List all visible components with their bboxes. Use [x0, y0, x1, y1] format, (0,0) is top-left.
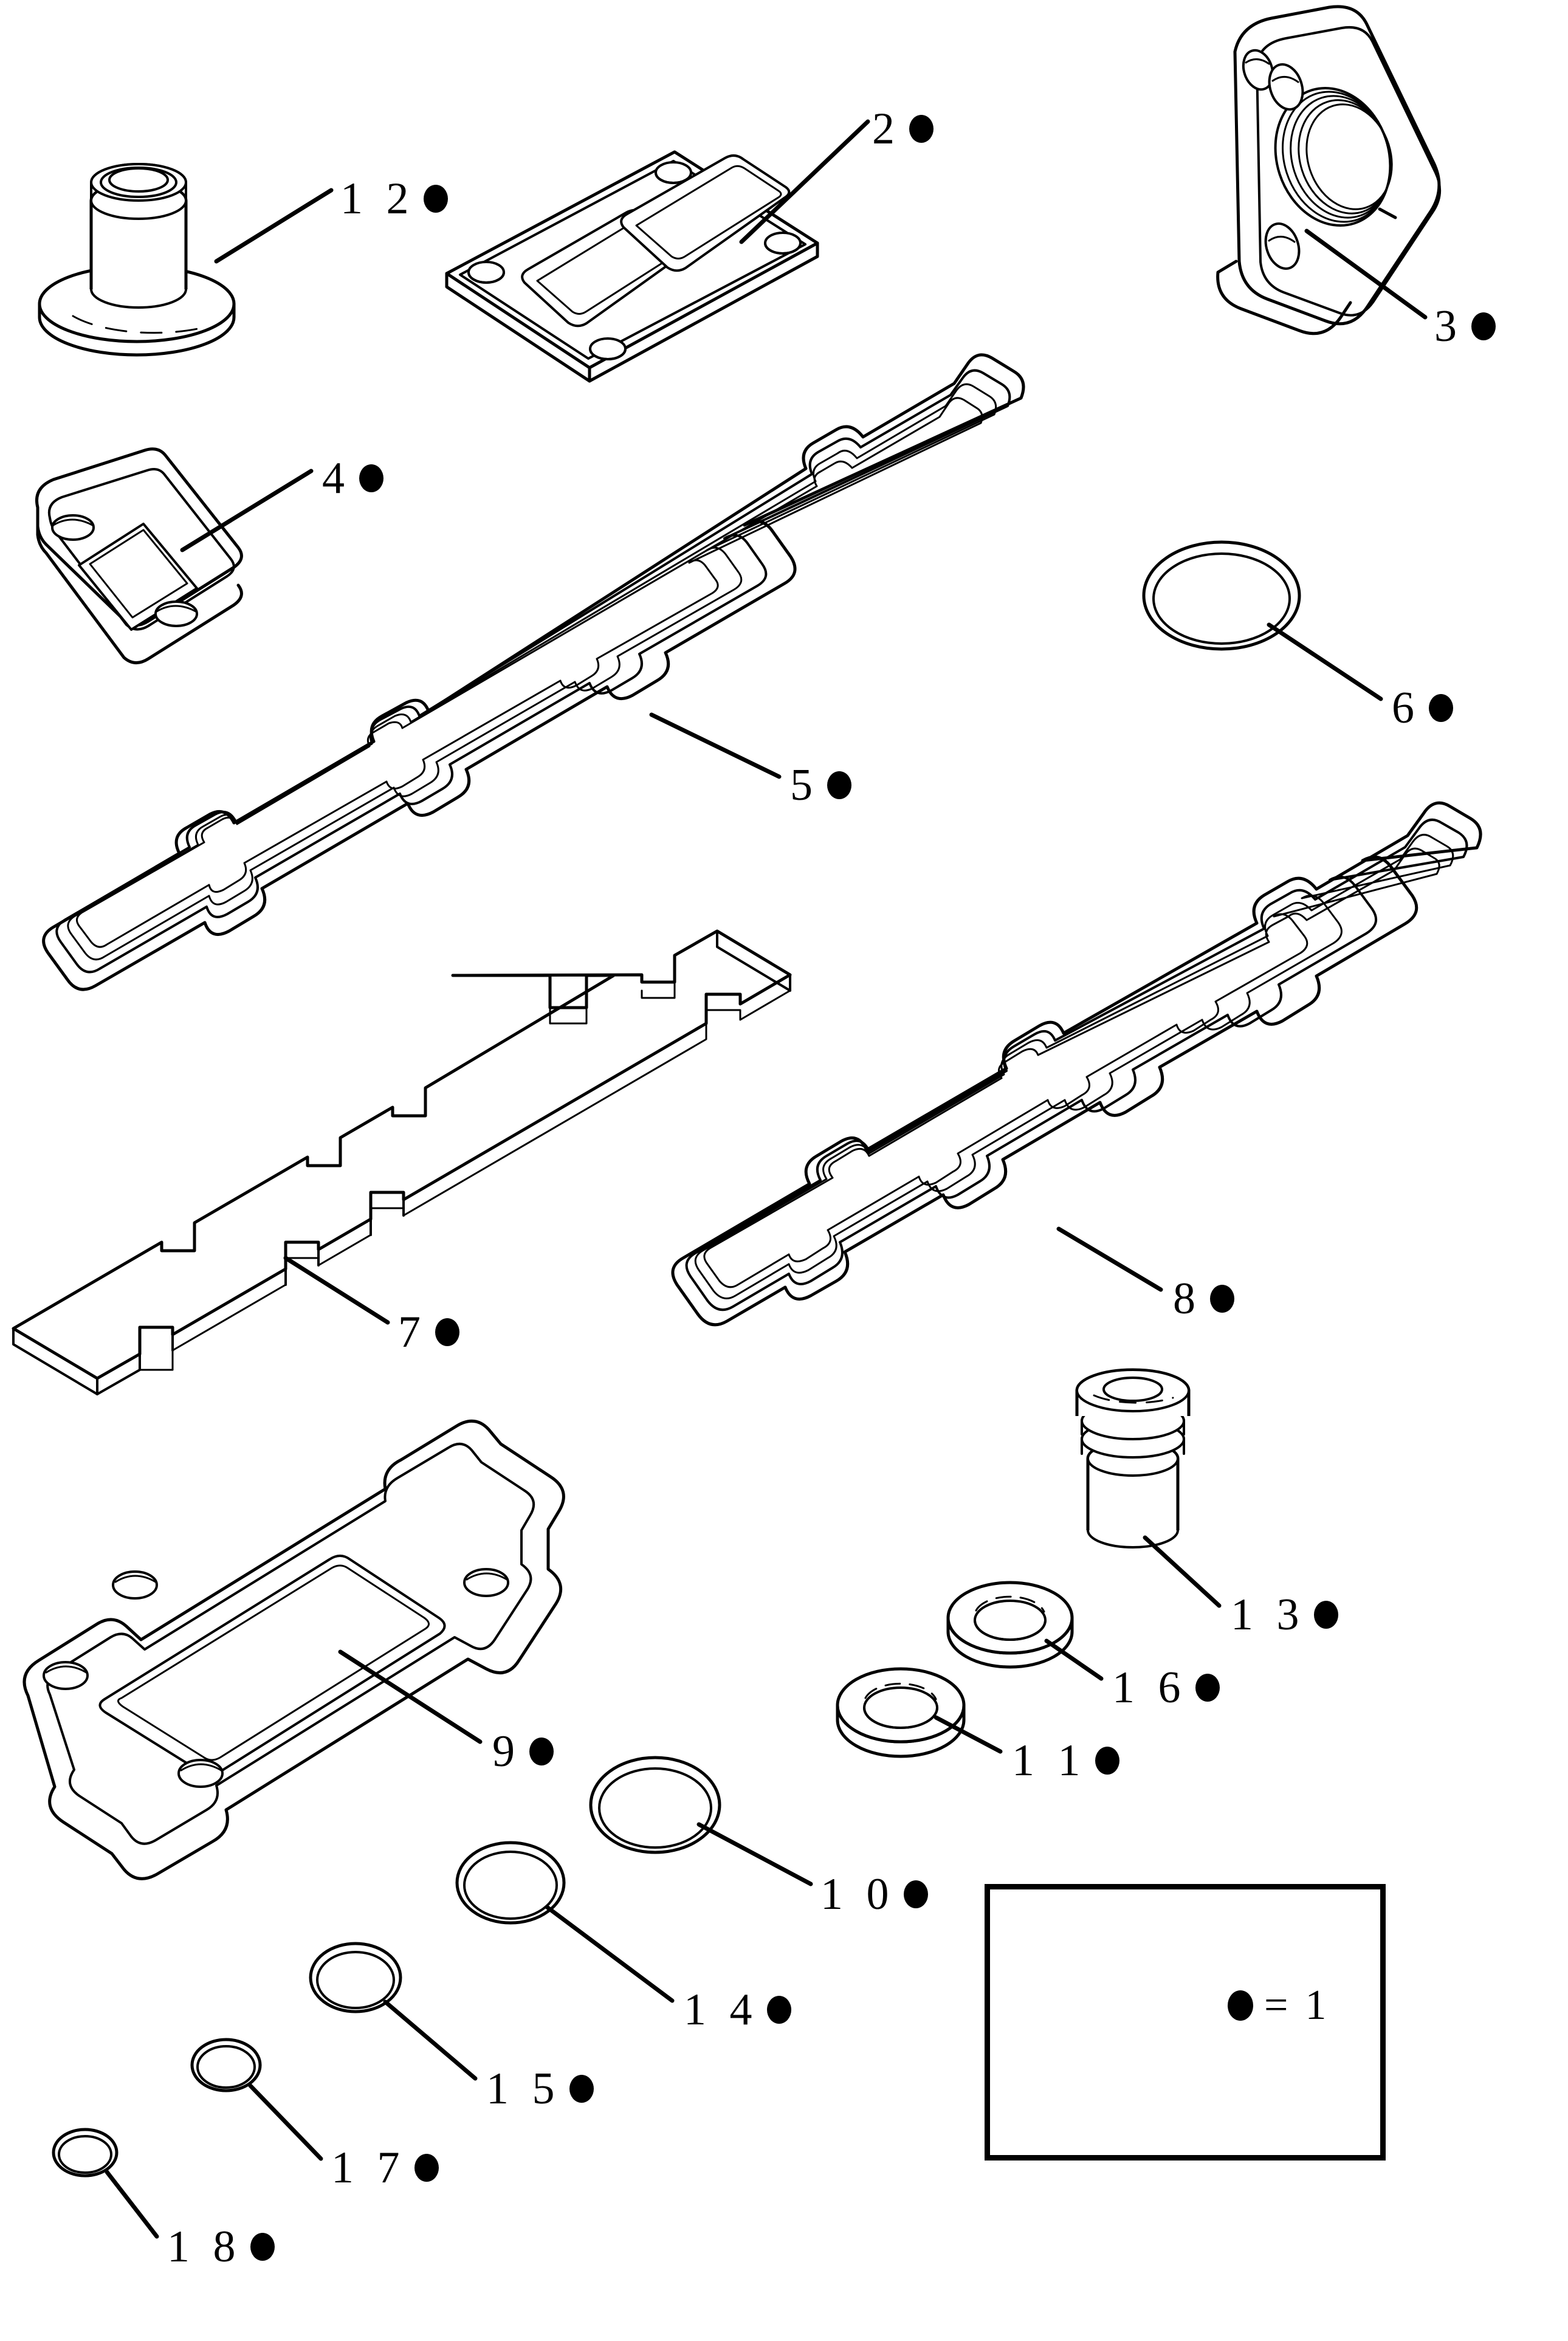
legend-quantity: 1: [1305, 1982, 1330, 2029]
leader-lines: [105, 119, 1428, 2239]
callout-2: 2: [872, 106, 934, 151]
part-15-o-ring-small: [309, 1942, 402, 2013]
kit-dot-icon: [529, 1738, 554, 1765]
part-3-threaded-flange-adapter: [1216, 5, 1442, 335]
kit-dot-icon: [414, 2154, 439, 2182]
kit-dot-icon: [909, 115, 934, 143]
callout-7: 7: [398, 1310, 459, 1355]
kit-dot-icon: [1429, 694, 1453, 722]
callout-3: 3: [1434, 304, 1496, 349]
callout-number-17: 1 7: [331, 2143, 406, 2193]
callout-10: 1 0: [820, 1872, 928, 1917]
kit-dot-icon: [250, 2233, 275, 2261]
part-12-flanged-bushing: [38, 163, 236, 357]
part-9-cover-plate-gasket: [22, 1419, 565, 1880]
callout-11: 1 1: [1012, 1738, 1119, 1783]
callout-number-6: 6: [1392, 683, 1420, 733]
callout-number-5: 5: [790, 760, 819, 810]
callout-number-3: 3: [1434, 301, 1463, 351]
callout-9: 9: [492, 1729, 554, 1774]
callout-6: 6: [1392, 686, 1453, 730]
callout-number-13: 1 3: [1231, 1590, 1305, 1640]
part-6-o-ring-large: [1142, 540, 1301, 651]
part-2-turbo-mounting-gasket: [445, 150, 819, 383]
callout-17: 1 7: [331, 2145, 439, 2190]
part-5-valve-cover-gasket-upper: [42, 353, 1025, 991]
part-17-o-ring-x-small: [190, 2038, 262, 2092]
callout-number-14: 1 4: [684, 1985, 758, 2035]
part-7-stamped-shim-plate: [12, 929, 792, 1395]
part-13-injector-sleeve-seal: [1075, 1368, 1191, 1549]
callout-12: 1 2: [340, 176, 448, 221]
callout-number-15: 1 5: [486, 2064, 561, 2114]
kit-dot-icon: [766, 1996, 791, 2024]
callout-number-9: 9: [492, 1727, 521, 1776]
part-16-seal-washer-medium: [946, 1581, 1074, 1669]
callout-number-10: 1 0: [820, 1869, 895, 1919]
callout-8: 8: [1173, 1276, 1234, 1321]
callout-16: 1 6: [1112, 1665, 1220, 1710]
kit-dot-icon: [423, 185, 448, 213]
callout-number-12: 1 2: [340, 174, 415, 224]
kit-legend-box: [985, 1884, 1386, 2161]
kit-dot-icon: [827, 771, 851, 799]
kit-dot-icon: [569, 2075, 594, 2103]
callout-13: 1 3: [1231, 1592, 1338, 1637]
callout-number-7: 7: [398, 1307, 427, 1357]
kit-dot-icon: [903, 1880, 928, 1908]
kit-dot-icon: [1195, 1674, 1220, 1702]
kit-dot-icon: [359, 464, 383, 492]
callout-number-4: 4: [322, 453, 351, 503]
kit-dot-icon: [1313, 1601, 1338, 1629]
callout-4: 4: [322, 456, 383, 501]
kit-dot-icon: [435, 1318, 459, 1346]
kit-legend-equation: = 1: [1228, 1981, 1330, 2030]
callout-18: 1 8: [167, 2224, 275, 2269]
kit-dot-icon: [1228, 1990, 1253, 2021]
callout-number-2: 2: [872, 104, 901, 154]
kit-dot-icon: [1210, 1285, 1234, 1313]
part-11-seal-washer-large: [836, 1667, 966, 1758]
callout-number-18: 1 8: [167, 2222, 242, 2272]
part-4-exhaust-port-gasket: [35, 447, 243, 664]
part-8-valve-cover-gasket-lower: [671, 801, 1482, 1327]
callout-number-16: 1 6: [1112, 1663, 1187, 1713]
callout-14: 1 4: [684, 1987, 791, 2032]
callout-number-11: 1 1: [1012, 1736, 1087, 1786]
part-14-o-ring-medium: [455, 1841, 566, 1925]
legend-equals: =: [1264, 1982, 1292, 2029]
kit-dot-icon: [1095, 1747, 1119, 1775]
callout-15: 1 5: [486, 2066, 594, 2111]
callout-number-8: 8: [1173, 1274, 1202, 1324]
kit-dot-icon: [1471, 312, 1496, 340]
part-18-o-ring-xx-small: [52, 2128, 119, 2178]
callout-5: 5: [790, 763, 851, 808]
part-10-o-ring-medium-large: [589, 1756, 721, 1854]
